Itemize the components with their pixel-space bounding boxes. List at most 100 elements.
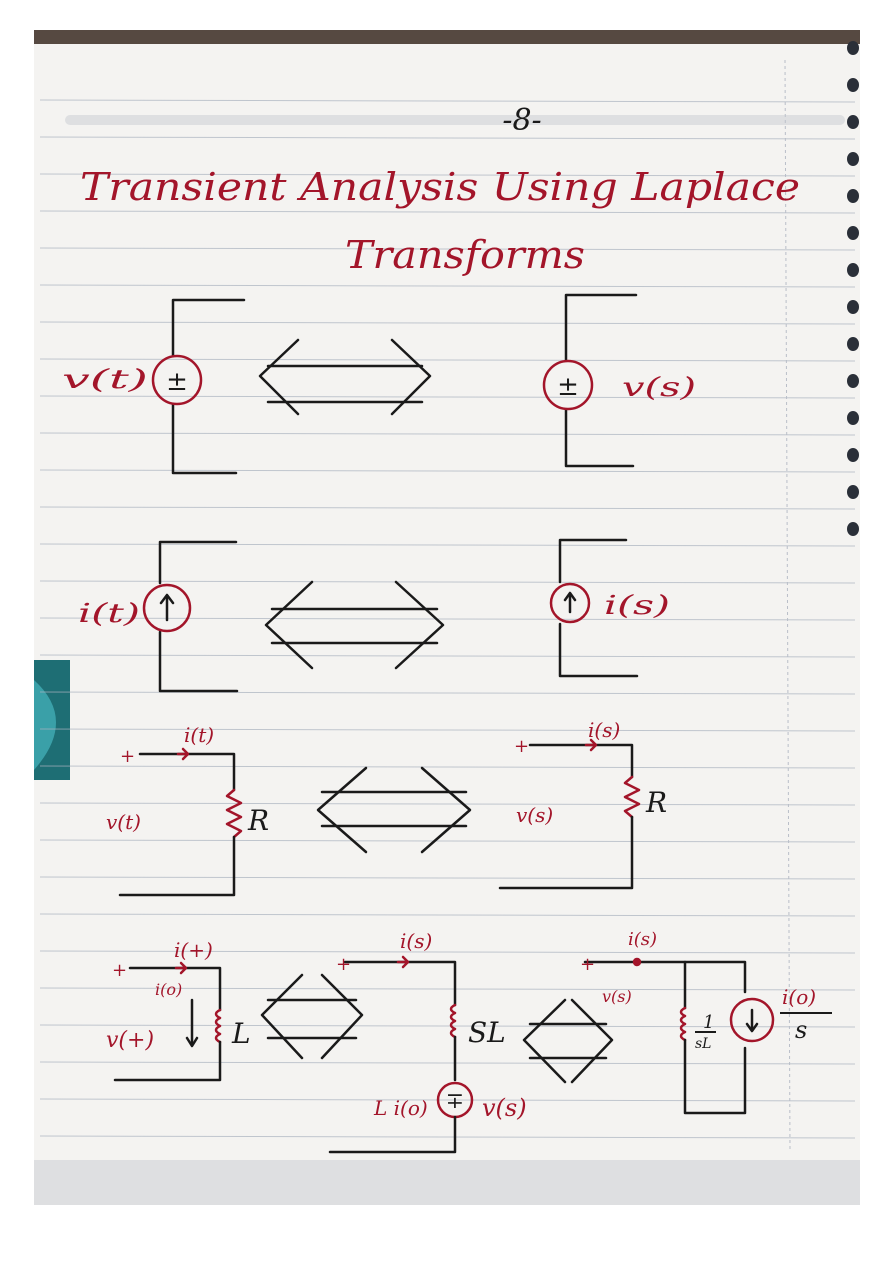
ruled-line (39, 99, 856, 103)
resistor-label: R (645, 786, 667, 819)
ruled-line (39, 210, 856, 214)
ruled-line (39, 987, 856, 991)
spiral-hole (847, 78, 859, 92)
inductor-symbol (214, 1008, 222, 1044)
equivalence-double-arrow (260, 973, 364, 1060)
source-polarity-mark: ∓ (446, 1089, 464, 1114)
equivalence-double-arrow (258, 338, 432, 416)
spiral-hole (847, 522, 859, 536)
paper (34, 30, 860, 1205)
spiral-hole (847, 115, 859, 129)
ruled-line (39, 580, 856, 584)
voltage-source-symbol (542, 359, 594, 411)
s-voltage-label: v(s) (622, 373, 696, 403)
source-polarity-mark: ± (557, 372, 579, 402)
ruled-line (39, 691, 856, 695)
ruled-line (39, 765, 856, 769)
ruled-line (39, 284, 856, 288)
fraction-1-denominator: sL (695, 1036, 711, 1052)
resistor-symbol (225, 788, 243, 839)
ruled-line (39, 913, 856, 917)
ruled-line (39, 950, 856, 954)
source-polarity-mark: ± (166, 367, 188, 397)
inductor-voltage-label: v(+) (106, 1028, 154, 1053)
resistor-current-label: i(t) (184, 723, 214, 747)
time-domain-current-source-circuit (142, 540, 239, 693)
inductor-symbol (679, 1006, 687, 1042)
initial-current-label: i(o) (155, 980, 182, 999)
plus-sign: + (580, 954, 595, 975)
fraction-2-denominator: s (795, 1016, 807, 1044)
spiral-hole (847, 263, 859, 277)
spiral-hole (847, 189, 859, 203)
ruled-line (39, 432, 856, 436)
page-number: -8- (502, 103, 541, 138)
resistor-voltage-label: v(t) (106, 810, 141, 834)
inductor-current-label: i(+) (174, 938, 213, 962)
equivalence-double-arrow (522, 998, 614, 1084)
ruled-line (39, 321, 856, 325)
equivalence-double-arrow (316, 766, 472, 854)
spiral-hole (847, 152, 859, 166)
ruled-line (39, 839, 856, 843)
ruled-line (39, 1024, 856, 1028)
spiral-hole (847, 411, 859, 425)
spiral-hole (847, 485, 859, 499)
ruled-line (39, 654, 856, 658)
inductor-current-label: i(s) (628, 929, 657, 950)
time-domain-inductor-circuit (113, 961, 222, 1082)
time-domain-voltage-source-circuit (151, 298, 246, 475)
s-domain-voltage-source-circuit (542, 293, 638, 468)
s-current-label: i(s) (604, 591, 670, 621)
inductor-current-label: i(s) (400, 929, 432, 953)
time-current-label: i(t) (78, 599, 140, 629)
plus-sign: + (336, 954, 351, 975)
spiral-hole (847, 448, 859, 462)
ruled-line (39, 247, 856, 251)
s-domain-inductor-series-source-circuit (328, 955, 474, 1154)
spiral-hole (847, 41, 859, 55)
spiral-hole (847, 337, 859, 351)
ruled-lines (39, 99, 856, 1139)
ruled-line (39, 358, 856, 362)
resistor-current-label: i(s) (588, 718, 620, 742)
ruled-line (39, 1135, 856, 1139)
ruled-line (39, 543, 856, 547)
fraction-2-numerator: i(o) (782, 985, 816, 1009)
ruled-line (39, 1061, 856, 1065)
ruled-line (39, 395, 856, 399)
ruled-line (39, 136, 856, 140)
ruled-line (39, 617, 856, 621)
plus-sign: + (514, 736, 529, 757)
margin-line (784, 59, 791, 1151)
resistor-label: R (247, 804, 269, 837)
resistor-symbol (623, 775, 641, 819)
spiral-binding (847, 41, 859, 536)
spiral-hole (847, 226, 859, 240)
current-source-symbol (729, 997, 775, 1043)
ruled-line (39, 802, 856, 806)
spiral-hole (847, 374, 859, 388)
spiral-hole (847, 300, 859, 314)
plus-sign: + (112, 960, 127, 981)
plus-sign: + (120, 746, 135, 767)
s-domain-inductor-parallel-source-circuit (583, 957, 775, 1115)
current-source-symbol (549, 582, 591, 624)
ruled-line (39, 728, 856, 732)
inductor-label: L (231, 1017, 251, 1050)
inductor-impedance-label: SL (468, 1016, 506, 1049)
inductor-voltage-label: v(s) (602, 987, 632, 1006)
s-voltage-label: v(s) (482, 1094, 527, 1122)
s-domain-resistor-circuit (498, 738, 641, 890)
ruled-line (39, 506, 856, 510)
voltage-source-symbol (151, 354, 203, 406)
ruled-line (39, 469, 856, 473)
page-subtitle: Transforms (345, 233, 585, 277)
page-title: Transient Analysis Using Laplace (80, 165, 800, 209)
ruled-line (39, 1098, 856, 1102)
equivalence-double-arrow (264, 580, 445, 670)
ruled-line (39, 876, 856, 880)
ruled-line (39, 173, 856, 177)
time-voltage-label: v(t) (62, 365, 148, 395)
